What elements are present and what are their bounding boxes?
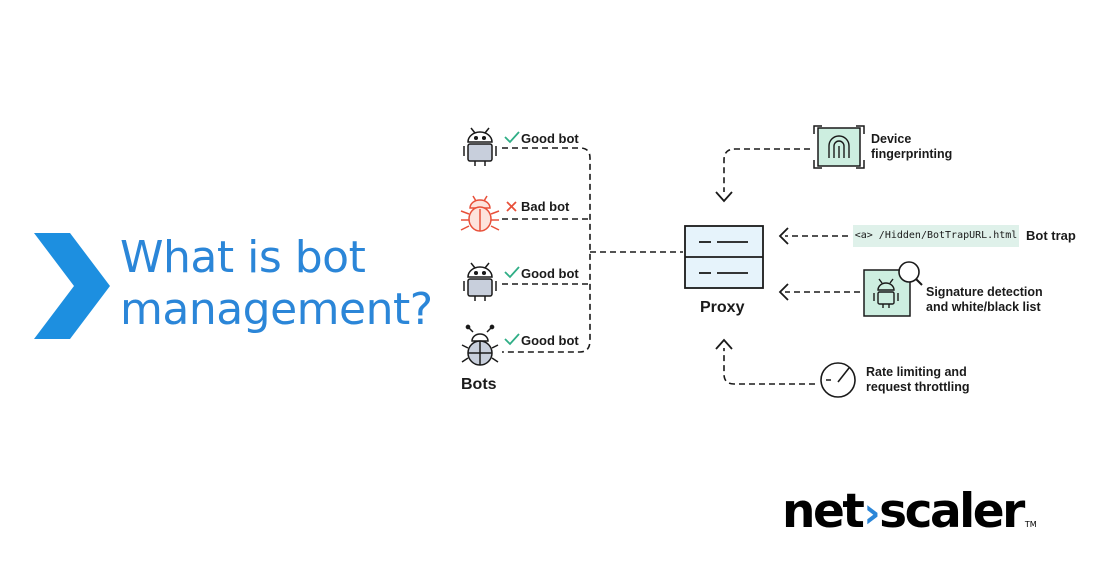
check-icon <box>504 131 520 144</box>
arrow-left-icon <box>778 227 789 245</box>
title-line-1: What is bot <box>120 232 366 283</box>
bot-label-3: Good bot <box>521 266 579 281</box>
bots-heading: Bots <box>461 376 497 393</box>
title-line-2: management? <box>120 284 433 335</box>
bot-trap-label: Bot trap <box>1026 228 1076 243</box>
arrow-up-icon <box>715 338 733 350</box>
proxy-label: Proxy <box>700 299 745 316</box>
signature-label-line-1: Signature detection <box>926 285 1043 299</box>
logo-text-scaler: scaler <box>879 484 1025 539</box>
bug-icon <box>460 195 500 232</box>
bot-label-4: Good bot <box>521 333 579 348</box>
beetle-icon <box>461 324 499 366</box>
bot-trap-code: <a> /Hidden/BotTrapURL.html <box>853 225 1019 247</box>
signature-label: Signature detection and white/black list <box>926 285 1043 315</box>
magnifier-robot-icon <box>863 261 923 317</box>
page-title: What is bot management? <box>120 232 433 336</box>
check-icon <box>504 333 520 346</box>
proxy-box <box>684 225 764 289</box>
logo-text-net: net <box>782 484 865 539</box>
chevron-right-icon <box>34 233 110 339</box>
bot-label-1: Good bot <box>521 131 579 146</box>
bot-label-2: Bad bot <box>521 199 570 214</box>
fingerprint-label-line-1: Device <box>871 132 912 146</box>
fingerprint-icon <box>813 125 865 169</box>
rate-limit-label-line-2: request throttling <box>866 380 970 394</box>
logo-chevron-icon: › <box>863 488 880 537</box>
trademark: TM <box>1024 520 1037 529</box>
gauge-icon <box>820 362 856 398</box>
robot-icon <box>463 127 497 166</box>
arrow-left-icon <box>778 283 789 301</box>
arrow-down-icon <box>715 191 733 203</box>
fingerprint-label: Device fingerprinting <box>871 132 952 162</box>
arrow-heads <box>715 191 789 350</box>
check-icon <box>504 266 520 279</box>
bot-connectors <box>502 147 860 385</box>
signature-label-line-2: and white/black list <box>926 300 1041 314</box>
netscaler-logo: net › scaler TM <box>782 484 1037 539</box>
rate-limit-label-line-1: Rate limiting and <box>866 365 967 379</box>
x-icon <box>506 201 517 212</box>
fingerprint-label-line-2: fingerprinting <box>871 147 953 161</box>
rate-limit-label: Rate limiting and request throttling <box>866 365 969 395</box>
robot-icon <box>463 262 497 301</box>
